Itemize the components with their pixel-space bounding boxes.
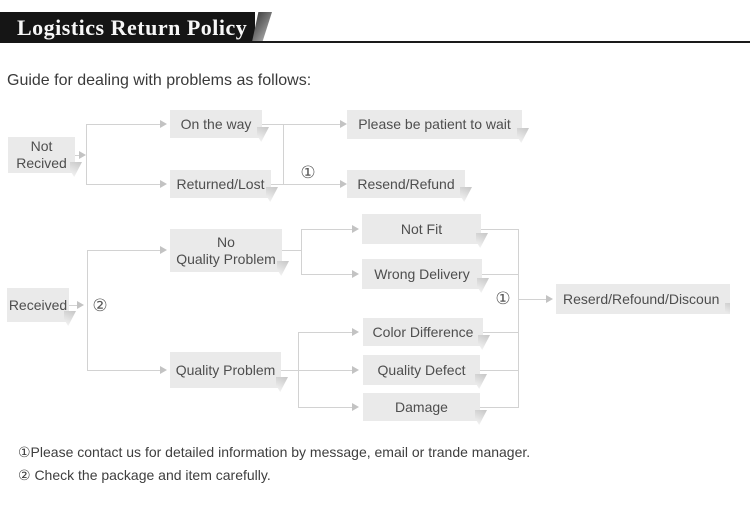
node-quality-problem: Quality Problem <box>170 352 281 388</box>
arrow-right-icon <box>546 295 553 303</box>
node-on-the-way: On the way <box>170 110 262 138</box>
arrow-right-icon <box>160 246 167 254</box>
node-color-difference: Color Difference <box>363 318 483 346</box>
marker-circled-two: ② <box>91 296 109 315</box>
note-check-package: ② Check the package and item carefully. <box>18 467 271 483</box>
connector-line <box>301 274 352 275</box>
connector-line <box>271 184 340 185</box>
intro-text: Guide for dealing with problems as follo… <box>7 72 312 89</box>
node-returned-lost: Returned/Lost <box>170 170 271 198</box>
connector-line <box>86 124 161 125</box>
arrow-right-icon <box>340 180 347 188</box>
node-resend-refund: Resend/Refund <box>347 170 465 198</box>
arrow-right-icon <box>79 151 86 159</box>
connector-line <box>301 229 302 274</box>
connector-line <box>87 250 88 370</box>
arrow-right-icon <box>340 120 347 128</box>
connector-line <box>483 332 518 333</box>
node-be-patient: Please be patient to wait <box>347 110 522 139</box>
arrow-right-icon <box>160 120 167 128</box>
connector-line <box>69 305 77 306</box>
banner: Logistics Return Policy <box>0 12 255 43</box>
connector-line <box>283 124 284 185</box>
connector-line <box>518 229 519 408</box>
connector-line <box>481 229 518 230</box>
connector-line <box>482 274 518 275</box>
banner-wedge-decoration <box>252 12 272 42</box>
arrow-right-icon <box>352 225 359 233</box>
connector-line <box>86 184 161 185</box>
marker-circled-one: ① <box>299 163 317 182</box>
connector-line <box>518 299 547 300</box>
connector-line <box>87 370 161 371</box>
connector-line <box>301 229 352 230</box>
arrow-right-icon <box>352 366 359 374</box>
connector-line <box>298 370 352 371</box>
node-not-received: Not Recived <box>8 137 75 173</box>
connector-line <box>75 155 80 156</box>
banner-title: Logistics Return Policy <box>17 14 248 40</box>
arrow-right-icon <box>160 366 167 374</box>
connector-line <box>298 332 352 333</box>
node-received: Received <box>7 288 69 322</box>
arrow-right-icon <box>352 403 359 411</box>
node-not-fit: Not Fit <box>362 214 481 244</box>
connector-line <box>262 124 340 125</box>
connector-line <box>86 124 87 185</box>
connector-line <box>281 370 298 371</box>
arrow-right-icon <box>352 328 359 336</box>
connector-line <box>298 332 299 407</box>
node-no-quality-problem: No Quality Problem <box>170 229 282 272</box>
connector-line <box>87 250 161 251</box>
note-contact-us: ①Please contact us for detailed informat… <box>18 444 531 460</box>
connector-line <box>480 407 518 408</box>
banner-rule-line <box>250 41 750 43</box>
arrow-right-icon <box>352 270 359 278</box>
arrow-right-icon <box>77 301 84 309</box>
marker-circled-one: ① <box>494 289 512 308</box>
connector-line <box>480 370 518 371</box>
node-quality-defect: Quality Defect <box>363 355 480 385</box>
node-resolution: Reserd/Refound/Discoun <box>556 284 730 314</box>
connector-line <box>298 407 352 408</box>
node-damage: Damage <box>363 393 480 421</box>
arrow-right-icon <box>160 180 167 188</box>
node-wrong-delivery: Wrong Delivery <box>362 259 482 289</box>
connector-line <box>282 250 301 251</box>
